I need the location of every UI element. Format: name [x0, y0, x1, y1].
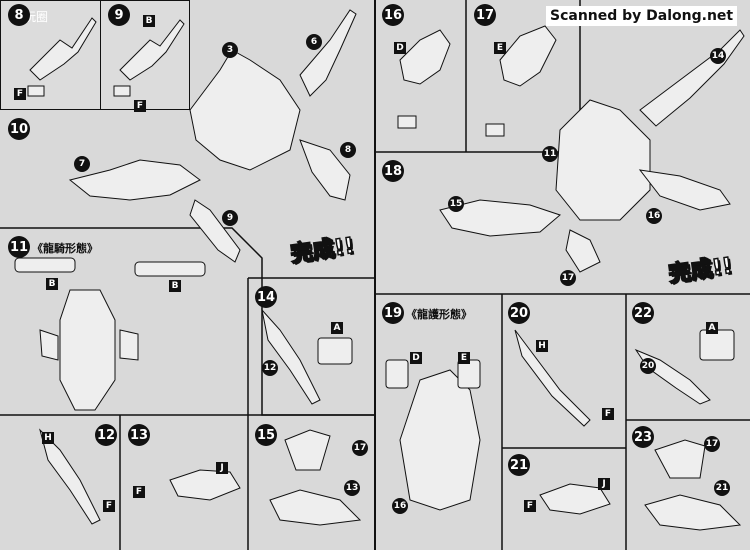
part-number-11: 11: [542, 146, 558, 162]
part-tag-F: F: [103, 500, 115, 512]
part-tag-D: D: [410, 352, 422, 364]
part-tag-F: F: [134, 100, 146, 112]
step-number-14: 14: [255, 286, 277, 308]
part-number-17: 17: [560, 270, 576, 286]
step-number-12: 12: [95, 424, 117, 446]
part-number-16: 16: [646, 208, 662, 224]
part-number-15: 15: [448, 196, 464, 212]
part-number-20: 20: [640, 358, 656, 374]
step-number-9: 9: [108, 4, 130, 26]
part-tag-J: J: [216, 462, 228, 474]
part-number-3: 3: [222, 42, 238, 58]
step-number-18: 18: [382, 160, 404, 182]
part-tag-H: H: [42, 432, 54, 444]
part-tag-H: H: [536, 340, 548, 352]
step-number-10: 10: [8, 118, 30, 140]
part-tag-B: B: [169, 280, 181, 292]
part-number-17: 17: [704, 436, 720, 452]
part-number-9: 9: [222, 210, 238, 226]
part-tag-E: E: [458, 352, 470, 364]
part-number-14: 14: [710, 48, 726, 64]
part-number-17: 17: [352, 440, 368, 456]
part-tag-F: F: [602, 408, 614, 420]
dragon-guard-mode-label: 《龍護形態》: [406, 308, 472, 321]
part-tag-F: F: [133, 486, 145, 498]
part-tag-J: J: [598, 478, 610, 490]
step-number-19: 19: [382, 302, 404, 324]
step-number-13: 13: [128, 424, 150, 446]
step-number-15: 15: [255, 424, 277, 446]
step-number-23: 23: [632, 426, 654, 448]
part-tag-E: E: [494, 42, 506, 54]
part-number-21: 21: [714, 480, 730, 496]
dragon-rider-mode-label: 《龍騎形態》: [32, 242, 98, 255]
part-number-8: 8: [340, 142, 356, 158]
part-number-6: 6: [306, 34, 322, 50]
part-tag-A: A: [331, 322, 343, 334]
part-number-16: 16: [392, 498, 408, 514]
part-tag-F: F: [14, 88, 26, 100]
part-tag-F: F: [524, 500, 536, 512]
step-number-17: 17: [474, 4, 496, 26]
step-number-11: 11: [8, 236, 30, 258]
step-number-22: 22: [632, 302, 654, 324]
step-number-21: 21: [508, 454, 530, 476]
part-number-7: 7: [74, 156, 90, 172]
step-number-16: 16: [382, 4, 404, 26]
part-tag-B: B: [46, 278, 58, 290]
part-number-13: 13: [344, 480, 360, 496]
part-number-12: 12: [262, 360, 278, 376]
part-tag-D: D: [394, 42, 406, 54]
part-tag-B: B: [143, 15, 155, 27]
part-tag-A: A: [706, 322, 718, 334]
step-number-20: 20: [508, 302, 530, 324]
scan-credit-banner: Scanned by Dalong.net: [546, 6, 738, 26]
step-number-8: 8: [8, 4, 30, 26]
